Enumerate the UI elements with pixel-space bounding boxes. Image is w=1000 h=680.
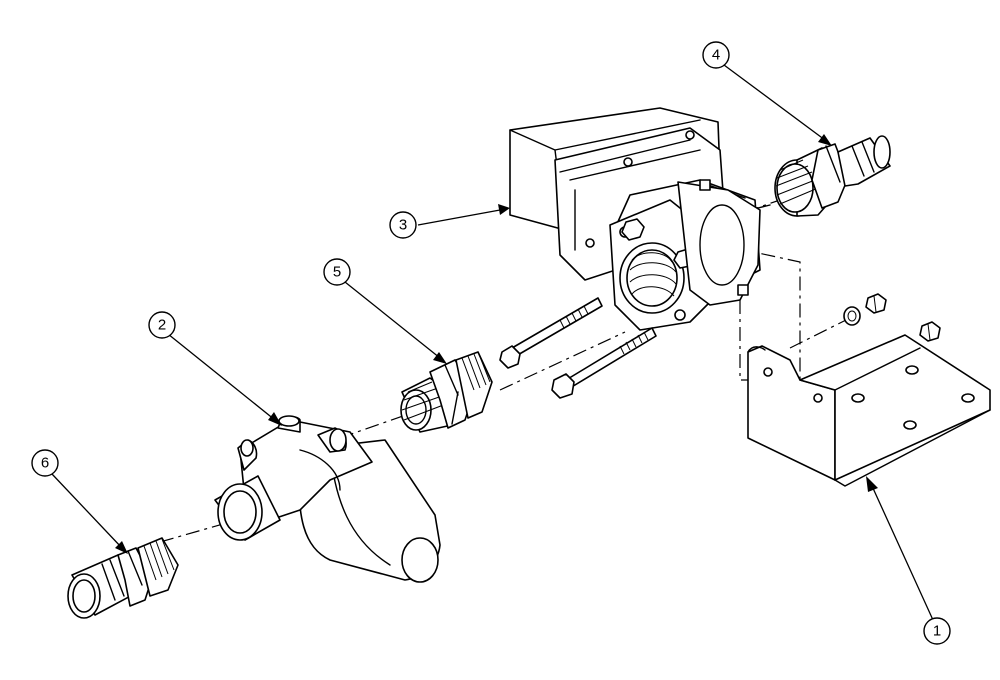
callout-3: 3	[389, 211, 417, 239]
callout-2-label: 2	[158, 317, 166, 334]
threaded-nipple	[400, 351, 493, 433]
callout-6: 6	[31, 449, 59, 477]
bolts	[499, 297, 657, 399]
solenoid-valve	[509, 107, 771, 331]
mounting-bracket	[747, 334, 991, 487]
hose-barb-fitting-upper	[774, 135, 891, 217]
callout-1-label: 1	[933, 623, 941, 640]
callout-5-label: 5	[333, 264, 341, 281]
callout-2: 2	[148, 311, 176, 339]
callout-6-label: 6	[41, 455, 49, 472]
strainer-body	[214, 415, 441, 583]
callout-1: 1	[923, 617, 951, 645]
callout-3-label: 3	[399, 217, 407, 234]
callout-5: 5	[323, 258, 351, 286]
callout-4: 4	[702, 41, 730, 69]
callout-4-label: 4	[712, 47, 720, 64]
hose-barb-fitting-lower	[67, 537, 179, 619]
callout-leaders	[51, 64, 934, 621]
